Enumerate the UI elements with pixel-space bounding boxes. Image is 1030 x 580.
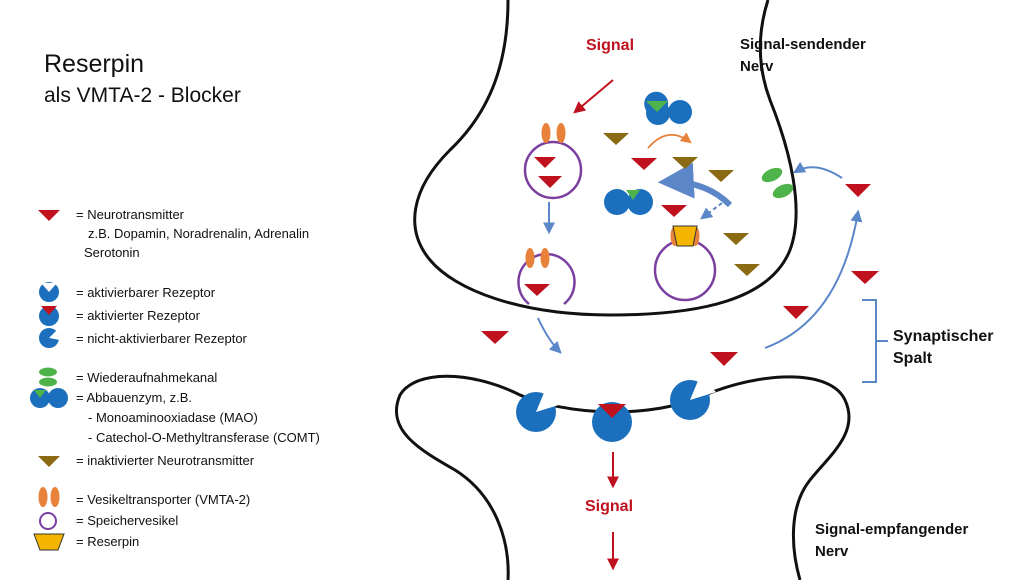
legend-rec-activated-icon: [39, 306, 59, 326]
nt-inside: [631, 158, 657, 170]
receptor-activatable: [516, 388, 562, 432]
vesicle-filled: [523, 123, 583, 200]
legend-vesicle-icon: [39, 512, 57, 530]
legend-vmat-label: = Vesikeltransporter (VMTA-2): [76, 492, 251, 507]
legend-vesicle-label: = Speichervesikel: [76, 513, 179, 528]
legend-enzyme-comt: - Catechol-O-Methyltransferase (COMT): [88, 430, 320, 445]
inactive-nt: [603, 133, 629, 145]
cleft-label: Synaptischer Spalt: [893, 326, 993, 370]
inactive-nt: [723, 233, 749, 245]
cleft-bracket: [862, 299, 888, 383]
receptor-activated: [592, 402, 632, 442]
enzyme-free: [604, 189, 653, 215]
receptor-non-activatable: [670, 376, 716, 420]
sending-nerve-label-l1: Signal-sendender: [740, 36, 866, 53]
signal-label-bottom: Signal: [585, 498, 634, 515]
sending-nerve-label-l2: Nerv: [740, 58, 774, 75]
enzyme-with-nt: [644, 91, 692, 125]
legend-rec-non-activatable-icon: [39, 328, 60, 348]
nt-cleft: [710, 352, 738, 366]
cleft-label-l1: Synaptischer: [893, 328, 994, 345]
legend-rec-activatable-label: = aktivierbarer Rezeptor: [76, 285, 216, 300]
reuptake-arrow: [792, 161, 843, 179]
sending-nerve-label: Signal-sendender Nerv: [740, 34, 866, 78]
legend-nt-serotonin: Serotonin: [84, 245, 140, 260]
legend-reserpin-label: = Reserpin: [76, 534, 140, 549]
inactive-nt: [672, 157, 698, 169]
legend-reuptake-icon: [39, 367, 57, 387]
degradation-arrow: [657, 162, 733, 208]
legend-nt-label: = Neurotransmitter: [76, 207, 185, 222]
receiving-nerve-label-l1: Signal-empfangender: [815, 521, 969, 538]
legend-nt-icon: [38, 210, 60, 221]
blocked-uptake-arrow: [700, 202, 723, 220]
inactive-nt: [734, 264, 760, 276]
signal-label-top: Signal: [586, 37, 635, 54]
nt-cleft: [845, 184, 871, 197]
nt-cleft: [481, 331, 509, 344]
vesicle-docking: [517, 248, 576, 305]
legend-reserpin-icon: [33, 533, 65, 551]
sending-neuron-outline: [413, 0, 798, 317]
legend-inactive-icon: [38, 456, 60, 467]
cleft-label-l2: Spalt: [893, 350, 933, 367]
legend-nt-examples: z.B. Dopamin, Noradrenalin, Adrenalin: [88, 226, 310, 241]
legend-rec-activatable-icon: [39, 282, 59, 302]
enzyme-conversion-arrow: [647, 132, 692, 149]
release-arrow: [537, 317, 562, 354]
title-line-2: als VMTA-2 - Blocker: [44, 84, 241, 107]
nt-inside: [661, 205, 687, 217]
vesicle-blocked: [653, 225, 717, 302]
legend-reuptake-label: = Wiederaufnahmekanal: [76, 370, 218, 385]
legend-vmat-icon: [38, 487, 60, 507]
nt-cleft: [783, 306, 809, 319]
legend-rec-non-activatable-label: = nicht-aktivierbarer Rezeptor: [76, 331, 247, 346]
legend-rec-activated-label: = aktivierter Rezeptor: [76, 308, 200, 323]
cleft-return-arrow: [764, 209, 863, 349]
legend-enzyme-icon: [30, 388, 68, 408]
legend-enzyme-label: = Abbauenzym, z.B.: [76, 390, 192, 405]
nt-cleft: [851, 271, 879, 284]
reuptake-channel: [761, 167, 794, 199]
inactive-nt: [708, 170, 734, 182]
receiving-nerve-label-l2: Nerv: [815, 543, 849, 560]
signal-arrow-top: [573, 79, 614, 114]
legend-inactive-label: = inaktivierter Neurotransmitter: [76, 453, 255, 468]
receiving-nerve-label: Signal-empfangender Nerv: [815, 519, 968, 563]
title-line-1: Reserpin: [44, 50, 145, 78]
legend-enzyme-mao: - Monoaminooxiadase (MAO): [88, 410, 258, 425]
